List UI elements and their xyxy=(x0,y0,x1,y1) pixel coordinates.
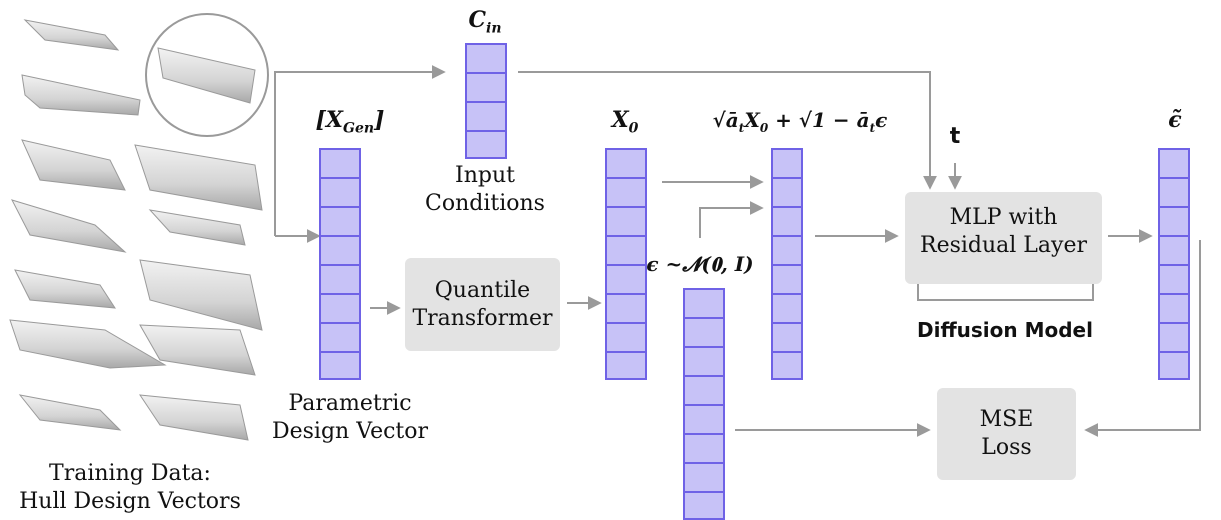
hull-image xyxy=(21,139,126,191)
input-label-line2: Conditions xyxy=(425,191,545,216)
hull-image xyxy=(134,144,263,211)
mse-label-line2: Loss xyxy=(981,435,1032,460)
x0-subscript: 0 xyxy=(628,120,639,137)
noisy-vector xyxy=(771,148,803,380)
quantile-label-line2: Transformer xyxy=(412,305,553,331)
hull-image xyxy=(21,74,141,116)
hull-image xyxy=(139,324,256,376)
arrow-eps-to-noisy xyxy=(699,201,764,238)
xgen-vector xyxy=(319,148,361,380)
highlight-circle xyxy=(145,13,269,137)
eps-tilde-label: ϵ̃ xyxy=(1168,107,1182,133)
training-label-line1: Training Data: xyxy=(49,461,211,486)
param-label-line2: Design Vector xyxy=(271,419,429,444)
mlp-box: MLP with Residual Layer xyxy=(905,192,1102,284)
quantile-label-line1: Quantile xyxy=(434,277,531,303)
noisy-formula-sqrt: √ā xyxy=(712,108,739,132)
xgen-label-open: [X xyxy=(315,107,343,133)
xgen-label-sub: Gen xyxy=(343,120,375,137)
x0-vector xyxy=(605,148,647,380)
hull-image xyxy=(11,199,127,253)
cin-letter: C xyxy=(468,7,486,33)
hull-image xyxy=(14,269,116,309)
hull-image xyxy=(139,259,263,331)
arrow-cin-to-mlp xyxy=(518,71,937,190)
cin-subscript: in xyxy=(486,20,502,37)
epsilon-vector xyxy=(683,288,725,520)
cin-label: Cin xyxy=(455,6,515,42)
input-label-line1: Input xyxy=(455,163,515,188)
noisy-formula-label: √ātX0 + √1 − ātϵ xyxy=(712,108,888,135)
cin-vector xyxy=(465,43,507,159)
x0-letter: X xyxy=(611,107,629,133)
hull-image xyxy=(9,319,167,369)
input-conditions-label: Input Conditions xyxy=(410,162,560,218)
hull-image xyxy=(138,394,249,441)
hull-image xyxy=(18,394,122,431)
noise-distribution-label: ϵ ~𝓝(𝟎, 𝑰) xyxy=(646,252,754,276)
mlp-label-line2: Residual Layer xyxy=(920,233,1087,258)
xgen-label-close: ] xyxy=(374,107,385,133)
arrow-eps-tilde-to-mse xyxy=(1084,240,1201,437)
xgen-label: [XGen] xyxy=(300,106,400,142)
training-data-label: Training Data: Hull Design Vectors xyxy=(0,460,260,516)
training-label-line2: Hull Design Vectors xyxy=(19,489,241,514)
mse-loss-box: MSE Loss xyxy=(937,388,1076,480)
hull-image xyxy=(23,19,120,51)
quantile-transformer-box: Quantile Transformer xyxy=(405,258,560,351)
mlp-label-line1: MLP with xyxy=(949,205,1058,230)
hull-thumbnails xyxy=(9,19,263,441)
eps-tilde-vector xyxy=(1158,148,1190,380)
param-label-line1: Parametric xyxy=(288,391,412,416)
mse-label-line1: MSE xyxy=(979,407,1034,432)
diffusion-model-label: Diffusion Model xyxy=(917,318,1093,342)
hull-image xyxy=(148,209,246,246)
x0-label: X0 xyxy=(595,106,655,142)
arrow-to-cin xyxy=(274,65,446,236)
t-label: t xyxy=(949,124,961,149)
parametric-label: Parametric Design Vector xyxy=(265,390,435,446)
